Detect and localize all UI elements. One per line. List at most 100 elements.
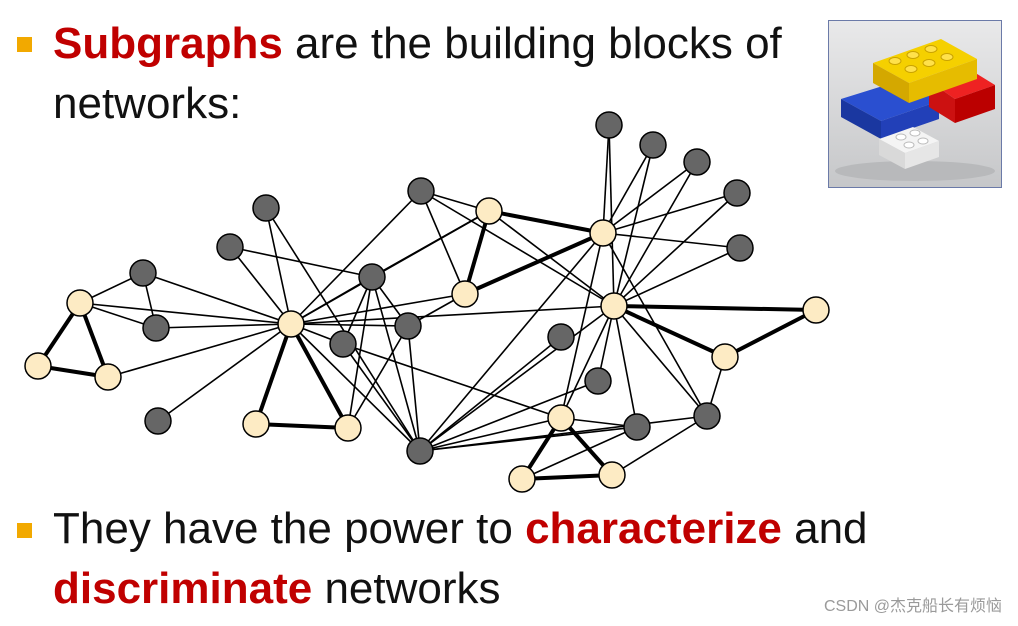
edge: [419, 380, 599, 452]
edge: [613, 305, 638, 428]
edge: [608, 124, 615, 307]
edge: [371, 210, 490, 278]
edge: [290, 293, 466, 325]
node: [144, 407, 172, 435]
highlighted-node: [277, 310, 305, 338]
bullet2-line2-post: networks: [312, 564, 501, 613]
thick-edge: [254, 323, 293, 425]
thick-edge: [255, 422, 349, 430]
node: [216, 233, 244, 261]
lego-bricks-icon: [828, 20, 1002, 188]
edge: [107, 323, 292, 378]
node: [639, 131, 667, 159]
node: [595, 111, 623, 139]
graph-edges: [36, 124, 817, 481]
node: [683, 148, 711, 176]
edge: [602, 161, 698, 234]
thick-edge: [613, 304, 726, 359]
edge: [613, 192, 738, 307]
edge: [560, 232, 604, 419]
highlighted-node: [600, 292, 628, 320]
highlighted-node: [802, 296, 830, 324]
highlighted-node: [66, 289, 94, 317]
thick-edge: [488, 209, 604, 235]
edge: [602, 232, 741, 249]
edge: [265, 207, 292, 325]
square-bullet-icon: [17, 523, 32, 538]
edge: [602, 192, 738, 234]
edge: [229, 246, 292, 325]
node: [726, 234, 754, 262]
bullet1-rest: are the building blocks of: [282, 19, 782, 68]
edge: [157, 323, 292, 422]
node: [547, 323, 575, 351]
edge: [611, 415, 708, 476]
thick-edge: [289, 323, 350, 429]
edge: [407, 325, 421, 452]
highlighted-node: [508, 465, 536, 493]
node: [142, 314, 170, 342]
highlighted-node: [334, 414, 362, 442]
edge: [347, 325, 409, 429]
highlighted-node: [547, 404, 575, 432]
discriminate-highlight: discriminate: [53, 564, 313, 613]
highlighted-node: [598, 461, 626, 489]
edge: [602, 124, 610, 234]
node: [693, 402, 721, 430]
edge: [79, 302, 292, 325]
thick-edge: [521, 473, 613, 481]
node: [406, 437, 434, 465]
edge: [613, 161, 698, 307]
bullet2-line2: discriminate networks: [53, 563, 501, 615]
graph-nodes: [24, 111, 830, 493]
edge: [290, 323, 409, 327]
edge: [420, 190, 615, 307]
edge: [420, 190, 466, 295]
node: [407, 177, 435, 205]
bullet1-line2: networks:: [53, 79, 242, 128]
edge: [142, 272, 292, 325]
highlighted-node: [711, 343, 739, 371]
edge: [613, 305, 708, 417]
characterize-highlight: characterize: [525, 504, 782, 553]
edge: [265, 207, 421, 452]
edge: [290, 190, 422, 325]
highlighted-node: [451, 280, 479, 308]
highlighted-node: [24, 352, 52, 380]
node: [394, 312, 422, 340]
node: [584, 367, 612, 395]
bullet2-post: and: [781, 504, 868, 553]
thick-edge: [613, 304, 817, 312]
node: [129, 259, 157, 287]
edge: [560, 305, 615, 419]
edge: [613, 144, 654, 307]
node: [252, 194, 280, 222]
edge: [613, 247, 741, 307]
edge: [419, 232, 604, 452]
bullet2-pre: They have the power to: [53, 504, 526, 553]
subgraphs-highlight: Subgraphs: [53, 19, 283, 68]
highlighted-node: [94, 363, 122, 391]
edge: [419, 417, 562, 452]
highlighted-node: [475, 197, 503, 225]
bullet2-line1: They have the power to characterize and: [53, 503, 868, 555]
node: [723, 179, 751, 207]
thick-edge: [463, 210, 491, 295]
edge: [371, 276, 421, 452]
edge: [342, 343, 562, 419]
edge: [347, 276, 373, 429]
thick-edge: [464, 231, 604, 296]
highlighted-node: [589, 219, 617, 247]
edge: [290, 305, 615, 325]
edge: [521, 426, 638, 480]
node: [358, 263, 386, 291]
thick-edge: [724, 308, 817, 359]
node: [329, 330, 357, 358]
bullet1-line1: Subgraphs are the building blocks of: [53, 18, 782, 70]
edge: [419, 305, 615, 452]
edge: [290, 323, 421, 452]
highlighted-node: [242, 410, 270, 438]
edge: [488, 210, 615, 307]
square-bullet-icon: [17, 37, 32, 52]
